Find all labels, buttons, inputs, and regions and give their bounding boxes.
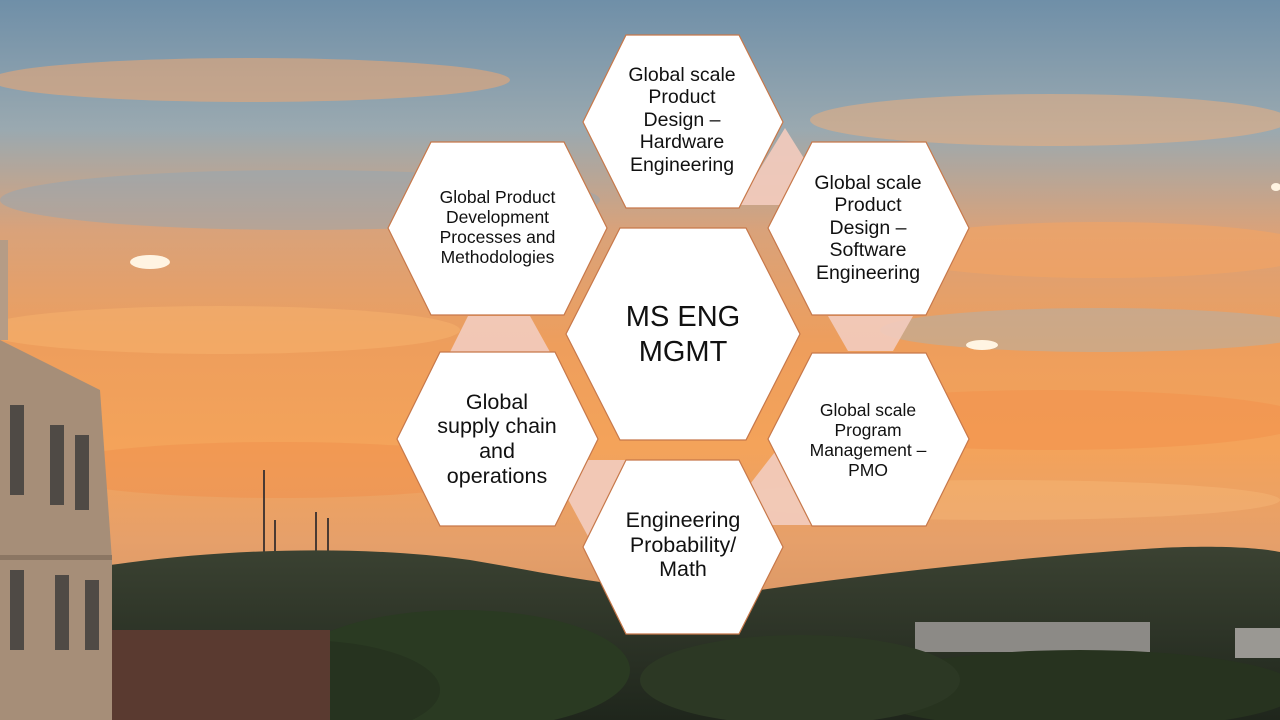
hexagons xyxy=(387,34,970,635)
connector-hardware-software xyxy=(738,128,805,205)
hexagon-supply xyxy=(396,351,599,527)
hexagon-pmo xyxy=(767,352,970,527)
connector-math-supply xyxy=(563,460,631,540)
connector-pmo-math xyxy=(747,448,815,525)
connectors xyxy=(450,128,913,540)
hexagon-label-software: Global scale Product Design – Software E… xyxy=(814,171,922,284)
hexagon-label-math: Engineering Probability/ Math xyxy=(625,507,741,582)
hexagon-software xyxy=(767,141,970,316)
center-label: MS ENG MGMT xyxy=(625,301,741,368)
hexagon-label-supply: Global supply chain and operations xyxy=(437,389,557,488)
hexagon-label-pmo: Global scale Program Management – PMO xyxy=(809,399,927,481)
connector-supply-processes xyxy=(450,316,550,352)
hexagon-label-processes: Global Product Development Processes and… xyxy=(439,186,556,268)
connector-software-pmo xyxy=(828,316,913,351)
hexagon-center xyxy=(565,227,801,441)
hexagon-processes xyxy=(387,141,608,316)
hexagon-label-hardware: Global scale Product Design – Hardware E… xyxy=(628,63,736,176)
hexagon-hardware xyxy=(582,34,784,209)
hexagon-math xyxy=(582,459,784,635)
